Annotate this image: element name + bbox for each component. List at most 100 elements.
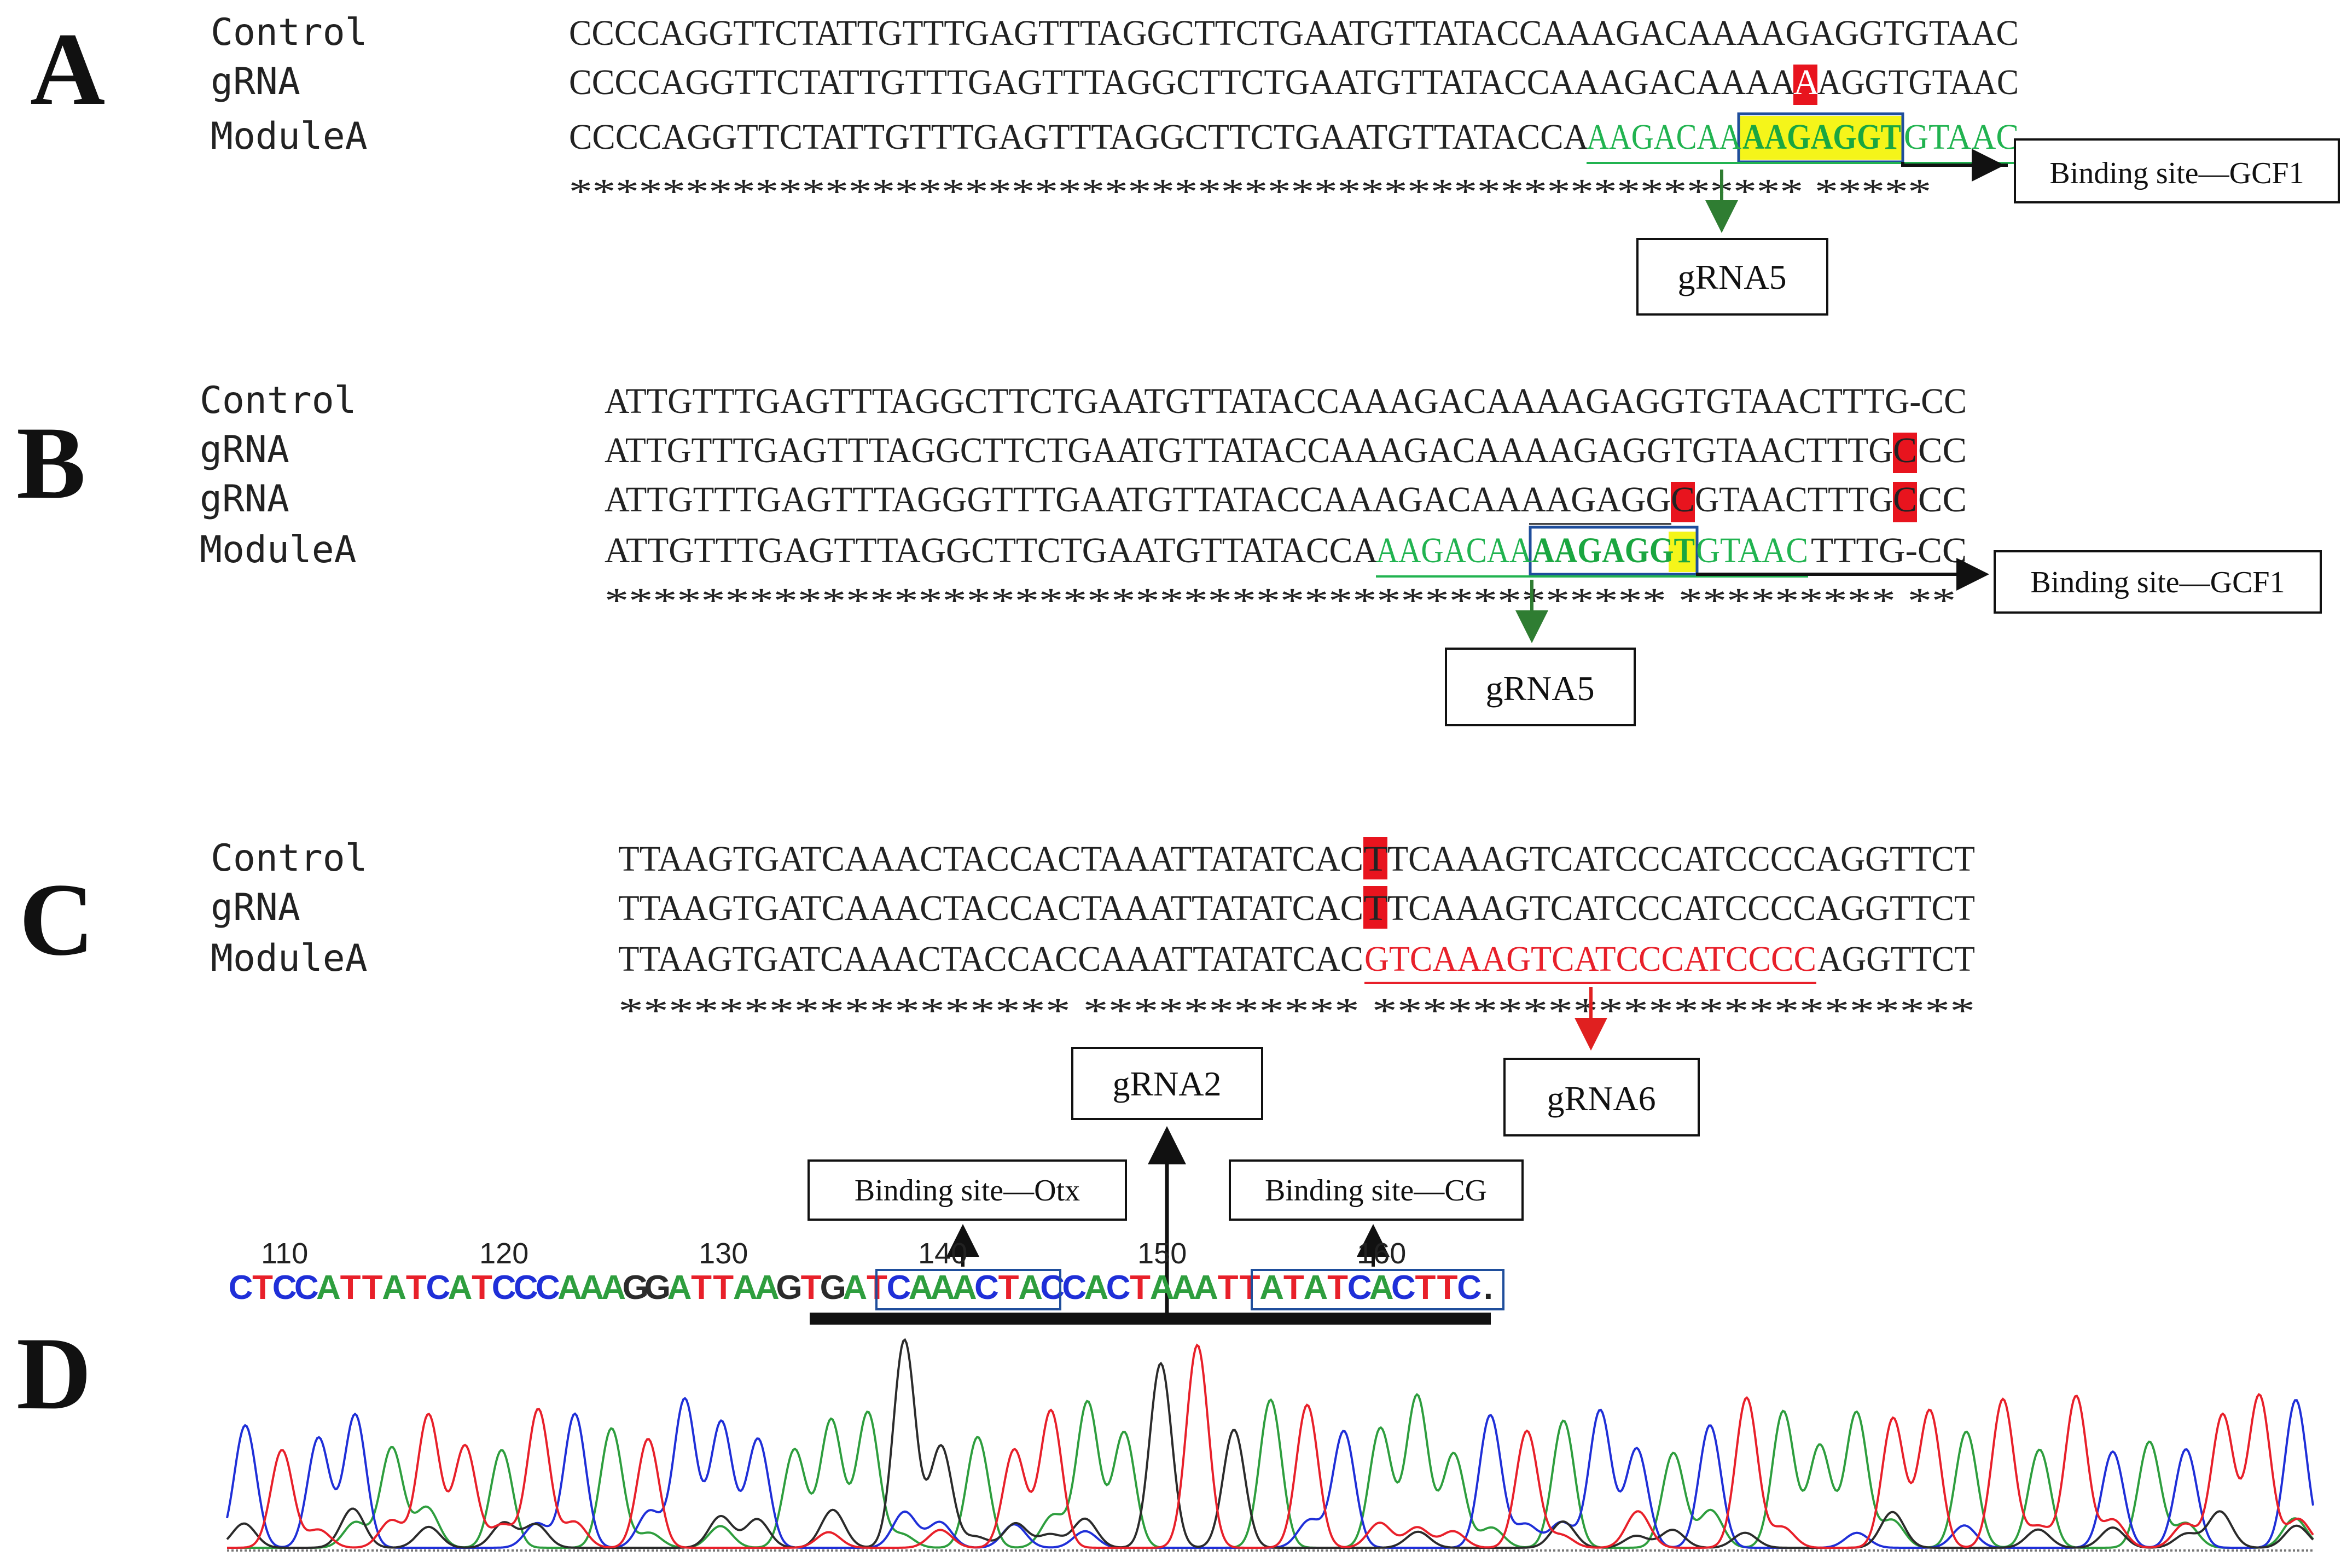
sequence-control: ATTGTTTGAGTTTAGGCTTCTGAATGTTATACCAAAGACA… — [605, 381, 1967, 421]
base-call: C — [514, 1269, 538, 1307]
sequence-modulea-binding: AAGAGGT — [1742, 117, 1901, 157]
mutated-base: C — [1893, 430, 1917, 470]
base-call: C — [1347, 1269, 1372, 1307]
base-call: T — [472, 1269, 492, 1307]
chromatogram-trace — [226, 1338, 2314, 1549]
row-label-control: Control — [200, 379, 357, 422]
base-call: T — [801, 1269, 822, 1307]
binding-highlight — [1740, 116, 1902, 160]
sequence-modulea: ATTGTTTGAGTTTAGGCTTCTGAATGTTATACCA AAGAC… — [605, 531, 1967, 570]
sequence-modulea-part1: TTAAGTGATCAAACTACCACCAAATTATATCAC — [618, 939, 1363, 979]
panel-c: C Control gRNA ModuleA TTAAGTGATCAAACTAC… — [19, 837, 1975, 1136]
row-label-grna: gRNA — [211, 886, 300, 929]
base-call: G — [820, 1269, 846, 1307]
conservation-stars: ****************** *********** *********… — [618, 991, 1975, 1031]
base-call: G — [776, 1269, 802, 1307]
base-call: T — [691, 1269, 712, 1307]
sequence-modulea-part1: ATTGTTTGAGTTTAGGCTTCTGAATGTTATACCA — [605, 531, 1378, 570]
mutated-base: C — [1893, 480, 1917, 520]
sequence-control-part2: TCAAAGTCATCCCATCCCCAGGTTCT — [1387, 839, 1975, 879]
grna2-label-box — [1071, 1047, 1263, 1120]
base-call: T — [1327, 1269, 1348, 1307]
panel-letter-d: D — [16, 1316, 91, 1431]
sequence-modulea-binding: AAGAGGT — [1532, 531, 1695, 570]
row-label-grna: gRNA — [200, 428, 289, 471]
sequence-grna-1-part1: ATTGTTTGAGTTTAGGCTTCTGAATGTTATACCAAAGACA… — [605, 430, 1893, 470]
sequence-grna-1: ATTGTTTGAGTTTAGGCTTCTGAATGTTATACCAAAGACA… — [605, 430, 1967, 470]
row-label-modulea: ModuleA — [211, 937, 368, 980]
mutation-highlight — [1671, 482, 1695, 522]
base-call: A — [667, 1269, 692, 1307]
base-call: A — [579, 1269, 604, 1307]
base-call: A — [316, 1269, 341, 1307]
panel-b: B Control gRNA gRNA ModuleA ATTGTTTGAGTT… — [16, 379, 2322, 726]
sequence-grna-2: ATTGTTTGAGTTTAGGGTTTGAATGTTATACCAAAGACAA… — [605, 480, 1967, 520]
binding-site-label-box — [2014, 138, 2340, 203]
base-call: A — [909, 1269, 933, 1307]
mutation-highlight — [1363, 886, 1387, 929]
sequence-grna-part1: CCCCAGGTTCTATTGTTTGAGTTTAGGCTTCTGAATGTTA… — [569, 62, 1796, 102]
base-call: A — [1172, 1269, 1196, 1307]
base-call: T — [340, 1269, 361, 1307]
mutated-base: T — [1363, 839, 1388, 879]
otx-label-box — [807, 1159, 1127, 1221]
base-call: T — [362, 1269, 383, 1307]
base-call: A — [448, 1269, 473, 1307]
grna6-label-box — [1503, 1058, 1700, 1136]
position-tick-label: 110 — [261, 1237, 308, 1270]
cg-site-box — [1251, 1269, 1504, 1310]
base-call: A — [1018, 1269, 1043, 1307]
sequence-control: CCCCAGGTTCTATTGTTTGAGTTTAGGCTTCTGAATGTTA… — [569, 13, 2019, 53]
base-call: C — [294, 1269, 319, 1307]
base-call: A — [382, 1269, 406, 1307]
grna5-label: gRNA5 — [1485, 669, 1594, 708]
sequence-modulea-green1: AAGACAA — [1587, 117, 1741, 157]
sequence-grna-2-part3: CC — [1918, 480, 1967, 520]
base-call: T — [406, 1269, 427, 1307]
sequence-modulea-green1: AAGACAA — [1376, 531, 1532, 570]
mutated-base: T — [1363, 888, 1388, 928]
base-call: C — [1062, 1269, 1087, 1307]
row-label-modulea: ModuleA — [211, 115, 368, 158]
base-call-trail: . — [1484, 1269, 1493, 1307]
base-call: T — [713, 1269, 734, 1307]
binding-highlight — [1669, 532, 1696, 572]
binding-site-box — [1529, 526, 1699, 576]
grna6-label: gRNA6 — [1547, 1079, 1655, 1118]
otx-site-box — [875, 1269, 1061, 1310]
binding-site-label: Binding site—GCF1 — [2049, 156, 2304, 190]
sequence-grna-2-part1: ATTGTTTGAGTTTAGGGTTTGAATGTTATACCAAAGACAA… — [605, 480, 1671, 520]
panel-d: D gRNA2 Binding site—Otx Binding site—CG… — [16, 1047, 2314, 1552]
sequence-modulea: TTAAGTGATCAAACTACCACCAAATTATATCAC GTCAAA… — [618, 939, 1975, 979]
panel-letter-c: C — [19, 862, 94, 977]
position-tick-label: 160 — [1357, 1237, 1406, 1270]
sequence-grna: TTAAGTGATCAAACTACCACTAAATTATATCAC T TCAA… — [618, 888, 1975, 928]
cg-label-box — [1229, 1159, 1524, 1221]
base-call: A — [755, 1269, 780, 1307]
trace-G — [226, 1338, 2314, 1549]
sequence-modulea-part2: AGGTTCT — [1817, 939, 1975, 979]
grna5-label-box — [1636, 238, 1828, 316]
cg-binding-label: Binding site—CG — [1265, 1174, 1487, 1208]
mutation-highlight — [1793, 65, 1817, 105]
trace-T — [227, 1343, 2314, 1549]
base-call: C — [272, 1269, 297, 1307]
sequence-modulea-red: GTCAAAGTCATCCCATCCCC — [1364, 939, 1816, 979]
base-call: A — [931, 1269, 955, 1307]
sequence-modulea-green2: GTAAC — [1696, 531, 1808, 570]
grna2-label: gRNA2 — [1112, 1064, 1221, 1103]
row-label-grna: gRNA — [211, 60, 300, 103]
mutation-highlight — [1363, 837, 1387, 879]
sequence-modulea-tail: TTTG-CC — [1811, 531, 1967, 570]
base-call: C — [974, 1269, 999, 1307]
sequence-grna-1-part2: CC — [1918, 430, 1967, 470]
base-call: T — [252, 1269, 273, 1307]
base-call: A — [1150, 1269, 1175, 1307]
base-call: A — [952, 1269, 977, 1307]
sequence-grna-part2: AGGTGTAAC — [1817, 62, 2019, 102]
grna5-label-box — [1445, 648, 1636, 726]
base-call: G — [623, 1269, 649, 1307]
base-call: T — [1240, 1269, 1260, 1307]
